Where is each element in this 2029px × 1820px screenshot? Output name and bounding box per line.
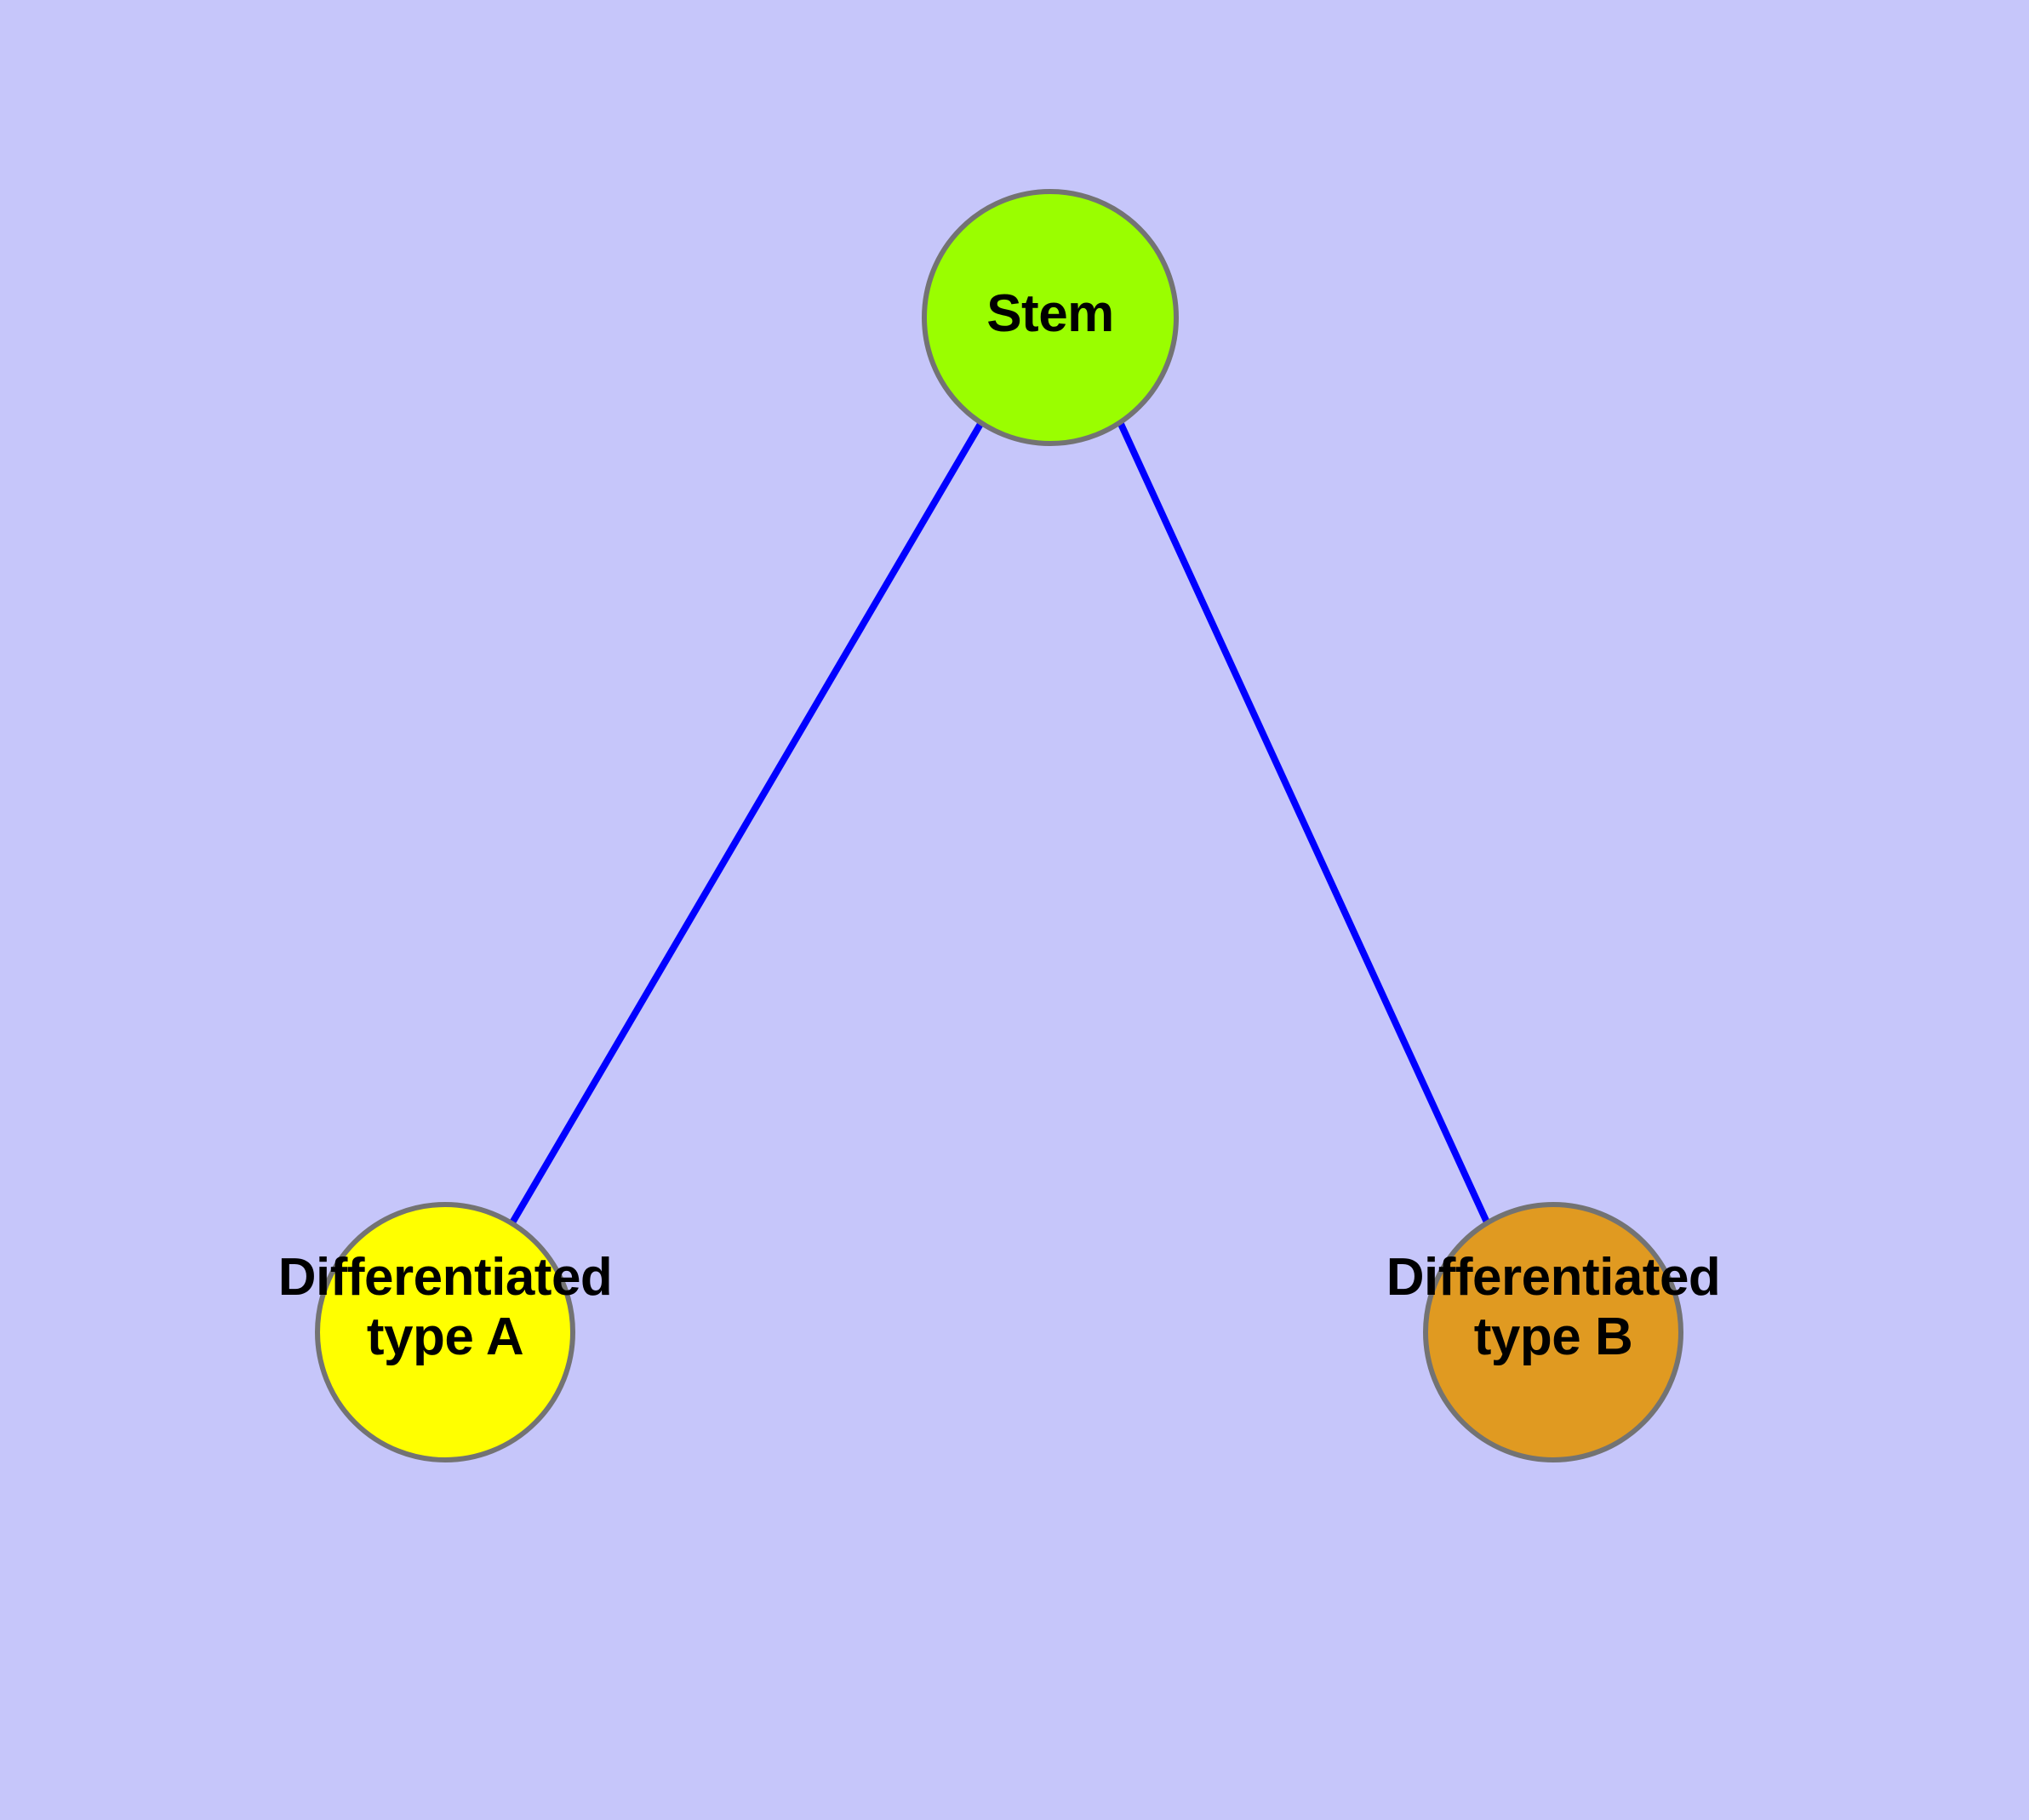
node-label-differentiated-type-a: Differentiated type A xyxy=(277,1248,613,1367)
node-differentiated-type-a[interactable] xyxy=(315,1202,575,1462)
node-differentiated-type-b[interactable] xyxy=(1423,1202,1683,1462)
node-label-stem: Stem xyxy=(986,284,1114,343)
edge-stem-to-differentiated-type-b xyxy=(1117,422,1491,1226)
node-label-differentiated-type-b: Differentiated type B xyxy=(1386,1248,1721,1367)
edge-stem-to-differentiated-type-a xyxy=(508,421,984,1227)
node-stem[interactable] xyxy=(922,189,1179,446)
